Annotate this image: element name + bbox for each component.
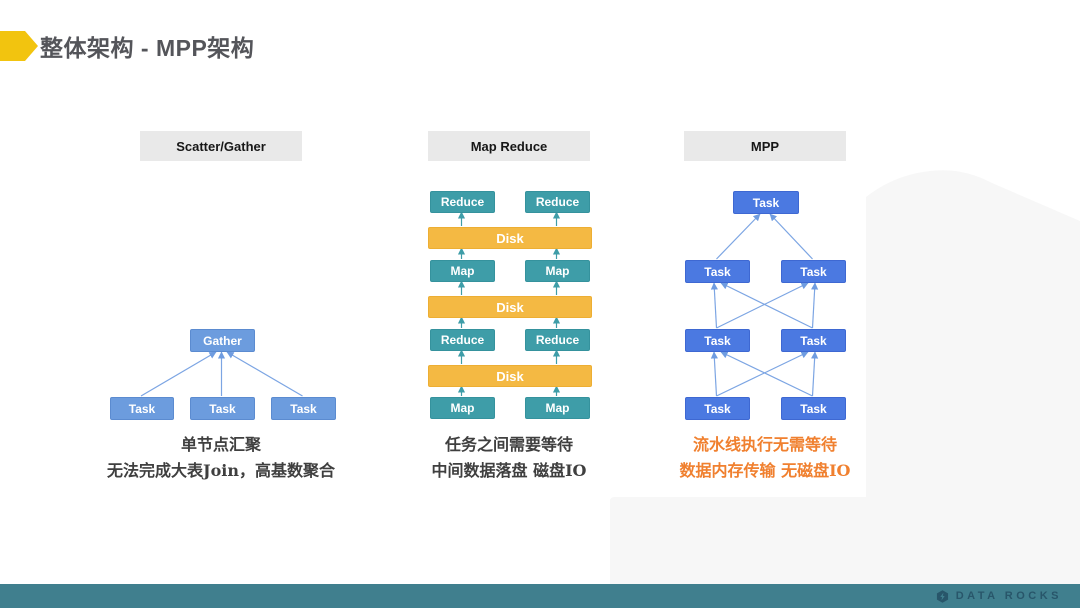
disk-bar: Disk (428, 227, 592, 249)
caption-line: 无法完成大表Join，高基数聚合 (107, 461, 335, 480)
disk-bar: Disk (428, 365, 592, 387)
reduce-node: Reduce (430, 329, 495, 351)
map-node: Map (430, 397, 495, 419)
disk-bar: Disk (428, 296, 592, 318)
footer-bar: DATA ROCKS (0, 584, 1080, 608)
header-map-reduce: Map Reduce (428, 131, 590, 161)
task-node: Task (685, 329, 750, 352)
task-node: Task (781, 329, 846, 352)
task-node: Task (110, 397, 174, 420)
task-node: Task (685, 260, 750, 283)
reduce-node: Reduce (430, 191, 495, 213)
caption-scatter-gather: 单节点汇聚 无法完成大表Join，高基数聚合 (61, 432, 381, 484)
task-node: Task (685, 397, 750, 420)
map-node: Map (430, 260, 495, 282)
reduce-node: Reduce (525, 191, 590, 213)
title-marker-icon (0, 31, 38, 61)
task-node: Task (190, 397, 255, 420)
caption-mpp: 流水线执行无需等待 数据内存传输 无磁盘IO (605, 432, 925, 484)
brand-name: DATA ROCKS (955, 590, 1062, 602)
map-node: Map (525, 260, 590, 282)
gather-node: Gather (190, 329, 255, 352)
task-node: Task (733, 191, 799, 214)
task-node: Task (781, 260, 846, 283)
header-mpp: MPP (684, 131, 846, 161)
map-node: Map (525, 397, 590, 419)
reduce-node: Reduce (525, 329, 590, 351)
task-node: Task (271, 397, 336, 420)
caption-map-reduce: 任务之间需要等待 中间数据落盘 磁盘IO (349, 432, 669, 484)
page-title: 整体架构 - MPP架构 (40, 35, 255, 61)
caption-line: 流水线执行无需等待 (692, 435, 837, 454)
title-row: 整体架构 - MPP架构 (0, 28, 254, 64)
task-node: Task (781, 397, 846, 420)
caption-line: 单节点汇聚 (180, 435, 261, 454)
caption-line: 任务之间需要等待 (444, 435, 573, 454)
caption-line: 数据内存传输 无磁盘IO (679, 461, 851, 480)
header-scatter-gather: Scatter/Gather (140, 131, 302, 161)
brand-logo-icon (936, 589, 948, 603)
caption-line: 中间数据落盘 磁盘IO (431, 461, 587, 480)
